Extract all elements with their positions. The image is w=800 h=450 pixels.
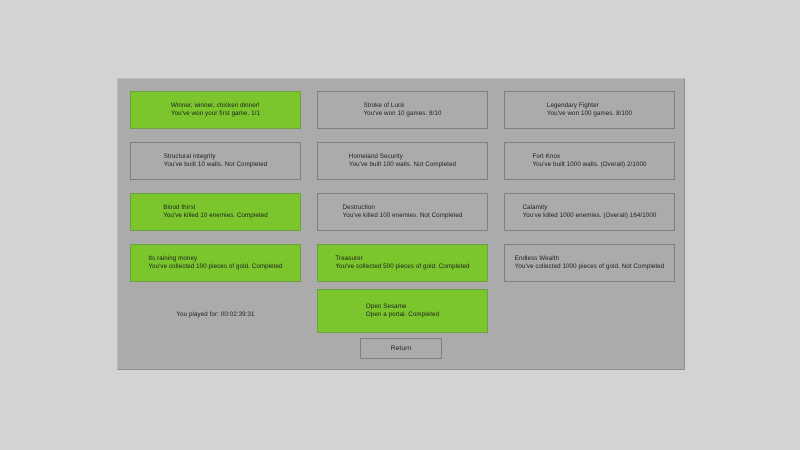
- achievement-title: Destruction: [342, 204, 375, 212]
- achievement-description: You've killed 1000 enemies. (Overall) 16…: [522, 212, 657, 219]
- achievement-title: Homeland Security: [348, 153, 403, 161]
- achievement-description: You've killed 100 enemies. Not Completed: [342, 212, 463, 219]
- achievement-description: You've collected 100 pieces of gold. Com…: [148, 263, 283, 270]
- achievement-title: Endless Wealth: [514, 255, 560, 263]
- achievement-title: Structural integrity: [163, 153, 216, 161]
- achievement-description: You've won 100 games. 8/100: [546, 110, 633, 117]
- achievement-grid: Winner, winner, chicken dinner!You've wo…: [130, 91, 676, 282]
- achievement-description: You've collected 1000 pieces of gold. No…: [514, 263, 665, 270]
- achievement-description: You've won your first game. 1/1: [170, 110, 260, 117]
- achievement-title: Treasurer: [335, 255, 363, 263]
- playtime-label: You played for: 00:02:39:31: [176, 310, 255, 318]
- achievement-title: Calamity: [522, 204, 548, 212]
- achievement-description: Open a portal. Completed: [365, 311, 440, 318]
- achievement-text-block: Winner, winner, chicken dinner!You've wo…: [171, 102, 260, 118]
- achievement-description: You've built 100 walls. Not Completed: [348, 161, 457, 168]
- achievement-title: Winner, winner, chicken dinner!: [170, 102, 260, 110]
- achievement-description: You've built 1000 walls. (Overall) 2/100…: [532, 161, 647, 168]
- return-button[interactable]: Return: [360, 338, 442, 359]
- achievement-title: Fort Knox: [532, 153, 561, 161]
- achievement-title: Stroke of Luck: [363, 102, 405, 110]
- achievement-tile-winner-winner-chicken-dinner[interactable]: Winner, winner, chicken dinner!You've wo…: [130, 91, 301, 129]
- achievement-description: You've built 10 walls. Not Completed: [163, 161, 268, 168]
- achievement-description: You've won 10 games. 8/10: [363, 110, 442, 117]
- achievement-title: Its raining money: [148, 255, 198, 263]
- achievement-description: You've killed 10 enemies. Completed: [163, 212, 268, 219]
- achievement-description: You've collected 500 pieces of gold. Com…: [335, 263, 470, 270]
- achievement-title: Blood thirst: [163, 204, 196, 212]
- achievement-title: Open Sesame: [365, 303, 407, 311]
- achievement-title: Legendary Fighter: [546, 102, 599, 110]
- achievements-panel: Winner, winner, chicken dinner!You've wo…: [117, 78, 685, 370]
